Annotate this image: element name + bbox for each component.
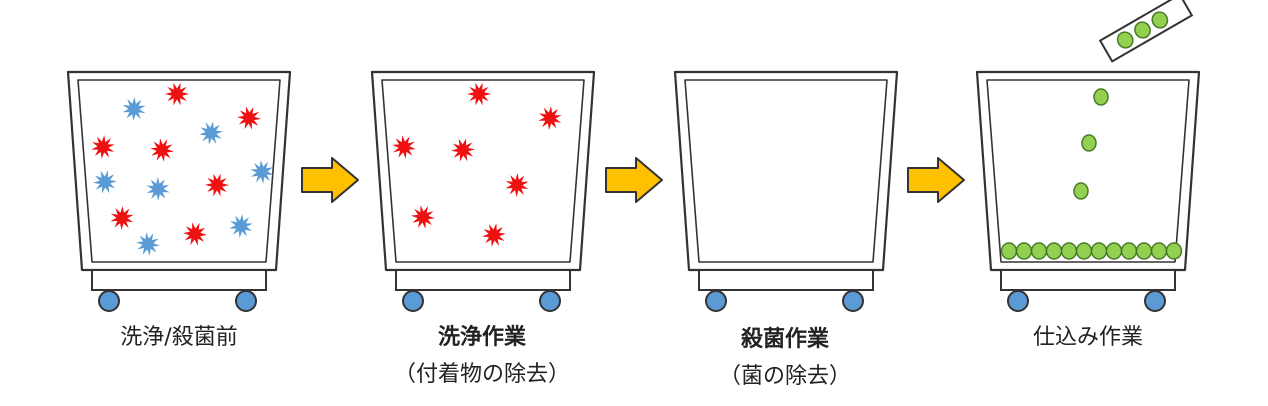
stage-3-subtitle: （菌の除去） [718, 364, 851, 389]
vat-inner-wall [77, 79, 281, 263]
bean-icon [1045, 242, 1063, 260]
bean-icon [1151, 11, 1169, 29]
bean-icon [1120, 242, 1138, 260]
germ-icon [93, 170, 117, 194]
bean-icon [1093, 88, 1109, 106]
vat-base [698, 269, 874, 291]
bean-icon [1081, 134, 1097, 152]
wheel-icon [402, 290, 424, 312]
stage-1-title: 洗浄/殺菌前 [120, 325, 238, 350]
germ-icon [392, 135, 416, 159]
bean-icon [1105, 242, 1123, 260]
bean-icon [1015, 242, 1033, 260]
bean-icon [1000, 242, 1018, 260]
bean-icon [1030, 242, 1048, 260]
chute-icon [1098, 0, 1194, 63]
vat-2-icon [370, 70, 596, 312]
bean-icon [1075, 242, 1093, 260]
wheel-icon [235, 290, 257, 312]
germ-icon [451, 138, 475, 162]
arrow-right-icon-1 [301, 157, 359, 203]
vat-1-icon [66, 70, 292, 312]
bean-icon [1150, 242, 1168, 260]
stage-2-title: 洗浄作業 [437, 325, 526, 350]
wheel-icon [539, 290, 561, 312]
bean-icon [1165, 242, 1183, 260]
wheel-icon [1144, 290, 1166, 312]
germ-icon [183, 222, 207, 246]
stage-2-subtitle: （付着物の除去） [393, 362, 570, 387]
germ-icon [199, 121, 223, 145]
vat-3-icon [673, 70, 899, 312]
vat-4-icon [975, 70, 1201, 312]
germ-icon [110, 206, 134, 230]
wheel-icon [98, 290, 120, 312]
germ-icon [467, 82, 491, 106]
stage-4-title: 仕込み作業 [1032, 325, 1143, 350]
bean-icon [1073, 182, 1089, 200]
wheel-icon [1007, 290, 1029, 312]
germ-icon [150, 138, 174, 162]
bean-icon [1116, 31, 1134, 49]
germ-icon [122, 97, 146, 121]
vat-inner-wall [986, 79, 1190, 263]
germ-icon [136, 232, 160, 256]
wheel-icon [842, 290, 864, 312]
arrow-right-icon-3 [907, 157, 965, 203]
arrow-right-icon-2 [605, 157, 663, 203]
bean-icon [1134, 21, 1151, 39]
germ-icon [411, 205, 435, 229]
germ-icon [91, 135, 115, 159]
stage-3-title: 殺菌作業 [740, 327, 829, 352]
bean-icon [1135, 242, 1153, 260]
wheel-icon [705, 290, 727, 312]
vat-base [91, 269, 267, 291]
germ-icon [237, 106, 261, 130]
vat-inner-wall [381, 79, 585, 263]
vat-base [1000, 269, 1176, 291]
vat-base [395, 269, 571, 291]
germ-icon [482, 223, 506, 247]
germ-icon [505, 173, 529, 197]
germ-icon [229, 214, 253, 238]
germ-icon [538, 106, 562, 130]
germ-icon [250, 160, 274, 184]
germ-icon [146, 177, 170, 201]
germ-icon [205, 173, 229, 197]
bean-icon [1090, 242, 1108, 260]
bean-icon [1060, 242, 1078, 260]
vat-inner-wall [684, 79, 888, 263]
germ-icon [165, 82, 189, 106]
